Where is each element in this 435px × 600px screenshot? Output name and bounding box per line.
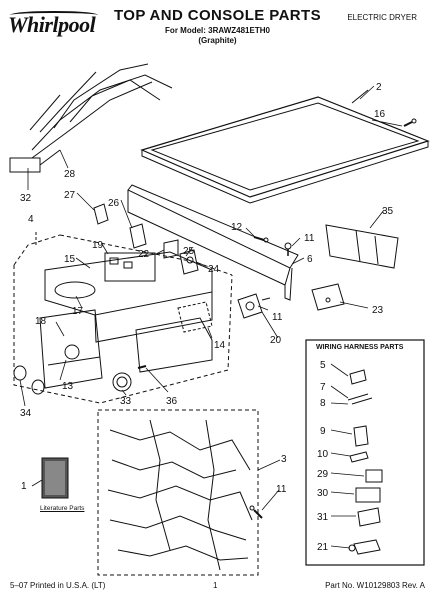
callout-17: 17	[72, 306, 84, 317]
part-number: Part No. W10129803 Rev. A	[325, 581, 425, 590]
harness-3-wires	[107, 419, 253, 571]
print-info: 5–07 Printed in U.S.A. (LT)	[10, 581, 106, 590]
callout-33: 33	[120, 396, 132, 407]
callout-11-upper: 11	[304, 233, 315, 244]
callout-16: 16	[374, 109, 386, 120]
wiring-callout-9: 9	[320, 426, 326, 437]
board-14-drawing	[177, 301, 213, 333]
callout-labels: 2 16 32 28 27 4 26 12 11 35 19 22 25 6 1…	[20, 82, 394, 553]
wiring-harness-title: WIRING HARNESS PARTS	[316, 344, 404, 351]
callout-14: 14	[214, 340, 226, 351]
timer-20-drawing	[237, 293, 271, 319]
product-type: ELECTRIC DRYER	[347, 13, 417, 22]
console-front-outline	[13, 232, 233, 404]
wiring-callout-8: 8	[320, 398, 326, 409]
wiring-parts-box	[305, 339, 425, 566]
callout-11-mid: 11	[272, 312, 283, 323]
callout-4: 4	[28, 214, 34, 225]
callout-15: 15	[64, 254, 76, 265]
callout-20: 20	[270, 335, 282, 346]
brand-swoosh	[10, 11, 98, 19]
wiring-callout-7: 7	[320, 382, 326, 393]
page-title: TOP AND CONSOLE PARTS	[113, 7, 322, 24]
brand-logo: Whirlpool	[8, 12, 96, 37]
screw-11-upper-drawing	[284, 242, 292, 256]
model-line: For Model: 3RAWZ481ETH0	[165, 26, 270, 35]
callout-27: 27	[64, 190, 76, 201]
callout-11-lower: 11	[276, 484, 287, 495]
callout-2: 2	[376, 82, 382, 93]
wiring-callout-10: 10	[317, 449, 329, 460]
wiring-callout-31: 31	[317, 512, 329, 523]
wiring-callout-21: 21	[317, 542, 329, 553]
literature-booklet-drawing	[41, 457, 69, 499]
top-panel-drawing	[140, 89, 430, 204]
callout-23: 23	[372, 305, 384, 316]
callout-26: 26	[108, 198, 120, 209]
callout-35: 35	[382, 206, 394, 217]
callout-19: 19	[92, 240, 104, 251]
callout-34: 34	[20, 408, 32, 419]
callout-28: 28	[64, 169, 76, 180]
leader-lines	[19, 85, 403, 549]
callout-36: 36	[166, 396, 178, 407]
wire-harness-top-drawing	[9, 63, 173, 173]
insulation-35-drawing	[325, 224, 399, 269]
callout-3: 3	[281, 454, 287, 465]
callout-1: 1	[21, 481, 27, 492]
screw-16-drawing	[403, 118, 417, 127]
console-face-drawing	[39, 251, 213, 389]
wiring-callout-30: 30	[317, 488, 329, 499]
callout-22: 22	[138, 249, 150, 260]
knobs-drawing	[13, 365, 147, 395]
callout-24: 24	[208, 264, 220, 275]
color-variant: (Graphite)	[198, 36, 237, 45]
page-number: 1	[213, 581, 218, 590]
switch-parts-drawing	[93, 203, 199, 282]
callout-32: 32	[20, 193, 32, 204]
screw-12-drawing	[253, 236, 269, 243]
wiring-callout-29: 29	[317, 469, 329, 480]
callout-25: 25	[183, 246, 195, 257]
callout-6: 6	[307, 254, 313, 265]
console-back-panel-drawing	[127, 184, 299, 301]
wiring-callout-5: 5	[320, 360, 326, 371]
callout-12: 12	[231, 222, 243, 233]
screw-11-lower-drawing	[249, 505, 263, 519]
board-23-drawing	[311, 283, 345, 311]
callout-13: 13	[62, 381, 74, 392]
harness-3-outline	[97, 409, 259, 576]
callout-18: 18	[35, 316, 47, 327]
literature-parts-label: Literature Parts	[40, 505, 85, 512]
